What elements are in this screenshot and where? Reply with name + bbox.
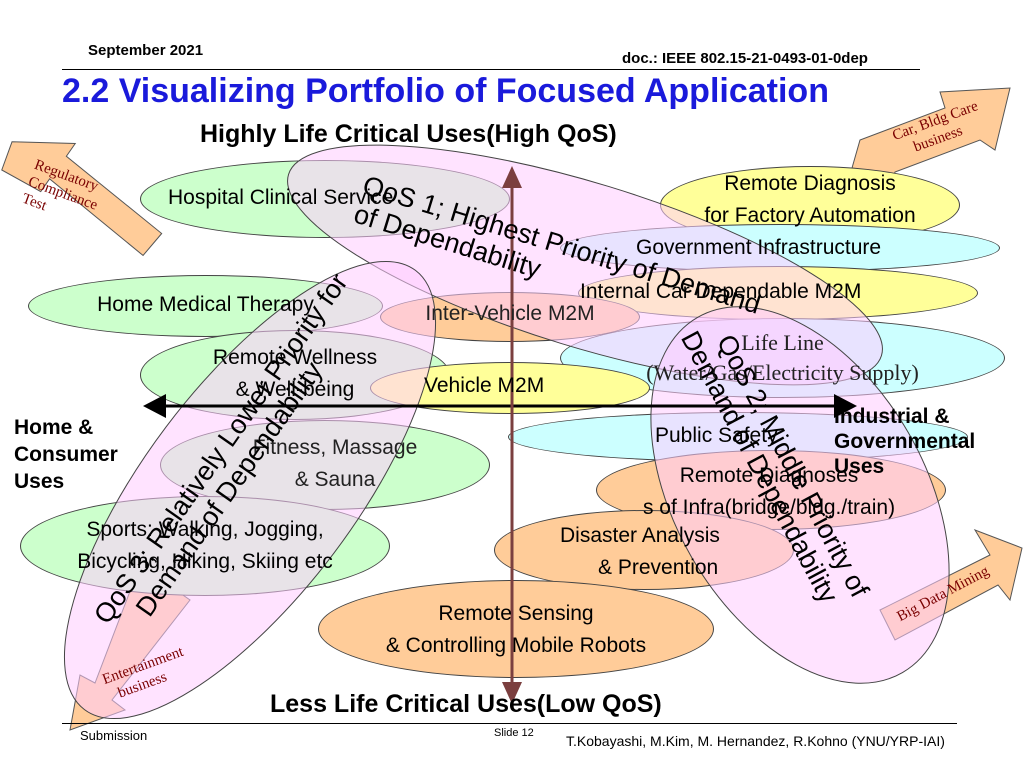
- slide-title: 2.2 Visualizing Portfolio of Focused App…: [62, 72, 829, 110]
- label-vehicle-m2m: Vehicle M2M: [424, 374, 545, 397]
- footer-divider: [62, 723, 957, 724]
- axis-right-arrowhead: [834, 394, 857, 418]
- qos3-ellipse: [63, 260, 437, 720]
- label-life-line: Life Line(Water/Gas/Electricity Supply): [646, 330, 919, 385]
- header-date: September 2021: [88, 42, 204, 59]
- label-remote-sensing: Remote Sensing& Controlling Mobile Robot…: [385, 602, 647, 657]
- footer-slide-number: Slide 12: [494, 727, 534, 739]
- qos2-ellipse: [650, 306, 950, 684]
- axis-label-bottom: Less Life Critical Uses(Low QoS): [270, 690, 662, 718]
- label-remote-wellness: Remote Wellness& Well-being: [212, 346, 378, 401]
- label-inter-vehicle: Inter-Vehicle M2M: [425, 302, 595, 325]
- label-fitness: Fitness, Massage& Sauna: [252, 436, 418, 491]
- footer-authors: T.Kobayashi, M.Kim, M. Hernandez, R.Kohn…: [566, 733, 945, 749]
- label-sports: Sports: Walking, Jogging,Bicycling, Hiki…: [77, 518, 333, 573]
- axis-bottom-arrowhead: [502, 682, 522, 704]
- header-doc-id: doc.: IEEE 802.15-21-0493-01-0dep: [622, 50, 868, 67]
- axis-label-top: Highly Life Critical Uses(High QoS): [200, 120, 617, 148]
- axis-top-arrowhead: [502, 166, 522, 188]
- label-government: Government Infrastructure: [636, 236, 882, 259]
- header-divider: [62, 69, 920, 70]
- axis-left-arrowhead: [143, 394, 166, 418]
- label-hospital: Hospital Clinical Service: [168, 186, 394, 209]
- footer-submission: Submission: [80, 728, 148, 743]
- label-home-medical: Home Medical Therapy: [97, 293, 314, 316]
- label-disaster: Disaster Analysis& Prevention: [560, 524, 720, 579]
- label-public-safety: Public Safety: [655, 424, 778, 447]
- regulatory-arrow: [1, 141, 163, 257]
- ellipse-remote-sensing: [318, 580, 714, 678]
- label-internal-car: Internal Car Dependable M2M: [580, 280, 862, 303]
